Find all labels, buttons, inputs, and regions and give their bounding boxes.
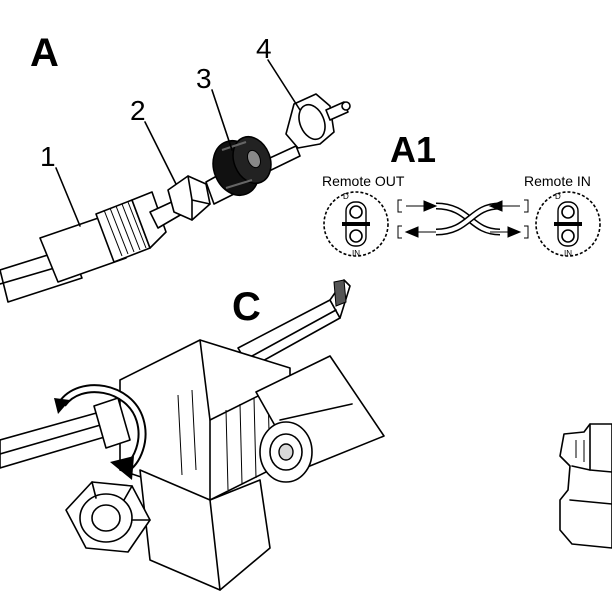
callout-3: 3 bbox=[196, 63, 212, 94]
panel-c: C bbox=[0, 279, 385, 591]
callout-1: 1 bbox=[40, 141, 56, 172]
arrow-out-left-icon bbox=[404, 226, 436, 238]
lever-rod bbox=[237, 279, 351, 369]
panel-c-label: C bbox=[232, 285, 261, 329]
callout-leaders bbox=[55, 59, 301, 227]
remote-in-label: Remote IN bbox=[524, 173, 591, 189]
remote-out-label: Remote OUT bbox=[322, 173, 405, 189]
remote-out-dial-bottom-mark: IN bbox=[352, 249, 360, 258]
part-1-threaded-sleeve bbox=[39, 191, 167, 283]
signal-arrows bbox=[404, 200, 522, 238]
remote-in-dial-top-mark: D bbox=[555, 192, 561, 201]
callout-4: 4 bbox=[256, 33, 272, 64]
partial-component-right bbox=[559, 423, 612, 549]
part-3-grommet bbox=[212, 135, 272, 196]
remote-in-dial-bottom-mark: IN bbox=[564, 249, 572, 258]
arrow-out-right-icon bbox=[406, 200, 438, 212]
rotate-arrow-icon bbox=[54, 384, 147, 480]
remote-out-dial: D IN bbox=[323, 191, 389, 258]
panel-a1-label: A1 bbox=[390, 129, 436, 170]
remote-in-dial: D IN bbox=[535, 191, 601, 258]
cable-c bbox=[0, 397, 131, 469]
panel-a1: A1 Remote OUT Remote IN D IN D IN bbox=[322, 129, 601, 258]
remote-out-dial-top-mark: D bbox=[343, 192, 349, 201]
part-4-end-cap bbox=[285, 93, 351, 149]
callout-2: 2 bbox=[130, 95, 146, 126]
arrow-in-left-icon bbox=[488, 200, 520, 212]
adjuster-knob bbox=[259, 421, 313, 483]
arrow-in-right-icon bbox=[490, 226, 522, 238]
panel-a: A bbox=[0, 31, 351, 303]
panel-a-label: A bbox=[30, 31, 59, 75]
part-2-hex-nut bbox=[167, 171, 235, 221]
large-hex-nut bbox=[65, 481, 151, 553]
